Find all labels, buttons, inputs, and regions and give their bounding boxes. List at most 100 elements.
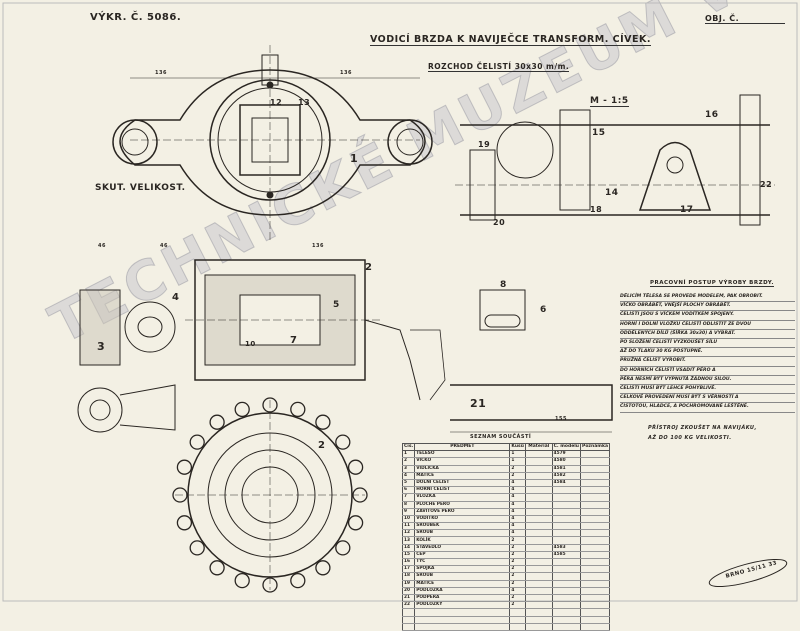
table-cell (524, 486, 553, 495)
table-cell (524, 594, 553, 603)
note-line: ČELISTI JSOU S VÍČKEM VODÍTKEM SPOJENY. (620, 311, 795, 321)
table-cell: 4 (509, 501, 526, 509)
col-header: Čís. (401, 442, 416, 452)
table-cell: SPOJKA (414, 565, 511, 574)
dimension: 46 (98, 243, 106, 249)
part-number: 12 (270, 98, 283, 107)
table-cell: 16 (401, 558, 416, 567)
note-line: ODDĚLENÝCH DÍLŮ (ŠÍŘKA 30x30) A VYBRAT. (620, 330, 795, 340)
table-cell (551, 529, 582, 538)
note-line: PRUŽNÁ ČELIST VYROBIT. (620, 357, 795, 367)
table-cell (524, 616, 553, 624)
table-cell (524, 544, 553, 552)
table-cell: VODÍTKO (414, 515, 511, 524)
table-row (401, 608, 610, 617)
section-view (77, 259, 446, 433)
table-cell (580, 465, 610, 473)
table-cell: ŠROUBEK (414, 522, 511, 531)
part-number: 15 (592, 128, 606, 138)
part-number: 1 (350, 152, 359, 165)
table-cell: ZÁVITOVÉ PÉRO (414, 508, 511, 516)
table-cell: 17 (401, 565, 416, 574)
table-cell: 4581 (551, 465, 582, 473)
gear-tooth (315, 560, 331, 576)
note-line: ČISTOTOU, HLADCE, A POCHROMOVANÉ LEŠTĚNÉ… (620, 403, 795, 413)
table-cell (580, 450, 610, 459)
table-cell (580, 544, 610, 552)
part-number: 4 (172, 292, 180, 303)
table-cell: PODLOŽKY (414, 601, 511, 610)
dimension: 136 (155, 70, 167, 76)
table-cell: 2 (401, 457, 416, 466)
table-cell (580, 479, 610, 488)
part-number: 6 (540, 305, 547, 315)
table-cell: 1 (401, 450, 416, 459)
part-number: 8 (500, 280, 507, 290)
table-cell: 2 (509, 544, 526, 552)
note-line: PÉRA NESMÍ BÝT VYPNUTÁ ŽÁDNOU SILOU. (620, 376, 795, 386)
part-number: 16 (705, 110, 719, 120)
table-cell (551, 522, 582, 531)
table-cell (524, 522, 553, 531)
part-number: 19 (478, 140, 491, 149)
table-cell (580, 522, 610, 531)
part-number: 2 (318, 440, 326, 451)
table-cell (551, 601, 582, 610)
table-cell: VLOŽKA (414, 493, 511, 502)
table-cell: STAVĚDLO (414, 544, 511, 552)
table-cell: 8 (401, 501, 416, 509)
drawing-subtitle: ROZCHOD ČELISTÍ 30x30 m/m. (428, 62, 570, 72)
dimension: 136 (312, 243, 324, 249)
table-cell: ŠROUB (414, 572, 511, 581)
note-line: HORNÍ I DOLNÍ VLOŽKU ČELISTÍ ODLISTIT ZE… (620, 321, 795, 330)
table-cell: 4 (509, 493, 526, 502)
table-cell (580, 515, 610, 524)
table-cell: VÍČKO (414, 457, 511, 466)
note-line: PO SLOŽENÍ ČELISTÍ VYZKOUŠET SÍLU (620, 339, 795, 349)
table-cell (524, 587, 553, 595)
table-cell (580, 616, 610, 624)
table-cell (580, 580, 610, 588)
table-cell (580, 486, 610, 495)
table-cell: 4 (509, 508, 526, 516)
table-cell: TĚLESO (414, 450, 511, 459)
col-header: Materiál (524, 442, 553, 452)
table-cell (551, 572, 582, 581)
table-row (401, 616, 610, 624)
gear-tooth (262, 397, 278, 413)
table-cell: 21 (401, 594, 416, 603)
order-number: OBJ. Č. (705, 14, 785, 24)
gear-tooth (262, 577, 278, 593)
col-header: Poznámka (580, 442, 610, 452)
gear-tooth (234, 401, 250, 418)
table-cell: 4 (401, 472, 416, 480)
table-cell: 7 (401, 493, 416, 502)
gear-tooth (335, 540, 351, 556)
gear-tooth (315, 414, 331, 430)
table-cell: 18 (401, 572, 416, 581)
table-cell: 2 (509, 580, 526, 588)
notes-title: PRACOVNÍ POSTUP VÝROBY BRZDY. (650, 280, 774, 287)
table-cell: 2 (509, 565, 526, 574)
part-number: 3 (97, 340, 106, 353)
drawing-title: VODICÍ BRZDA K NAVIJEČCE TRANSFORM. CÍVE… (370, 34, 651, 46)
table-cell: 19 (401, 580, 416, 588)
table-cell: 4 (509, 522, 526, 531)
table-cell (551, 587, 582, 595)
table-cell (524, 450, 553, 459)
table-cell (551, 501, 582, 509)
table-cell (524, 508, 553, 516)
table-cell (401, 616, 416, 624)
table-cell: 15 (401, 551, 416, 560)
table-row (401, 623, 610, 631)
table-cell (580, 508, 610, 516)
